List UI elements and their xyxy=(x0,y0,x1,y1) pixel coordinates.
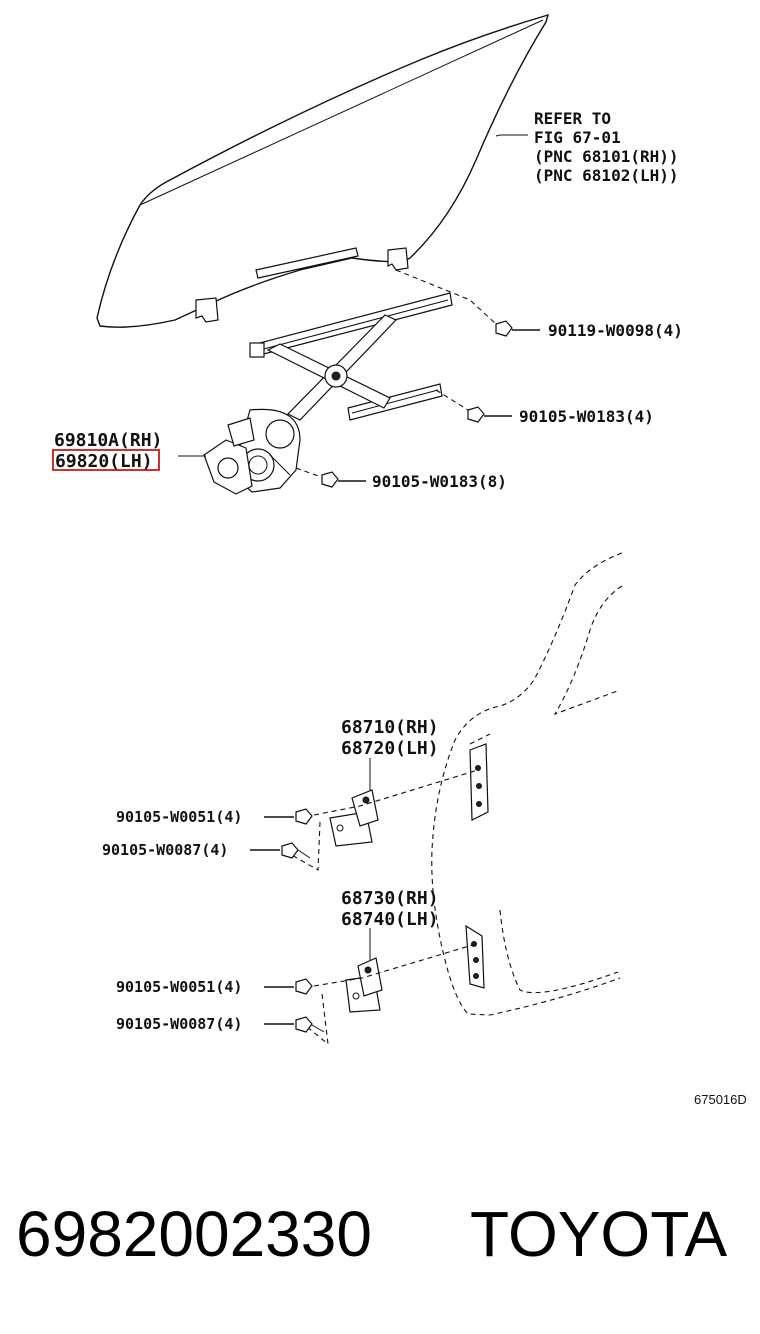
bolt-icon xyxy=(467,406,512,423)
guide-upper-hinge-2 xyxy=(289,821,321,871)
guide-upper-hinge xyxy=(313,769,479,816)
figure-code: 675016D xyxy=(694,1092,747,1107)
regulator-label-rh: 69810A(RH) xyxy=(54,430,162,451)
lower-hinge-label-rh: 68730(RH) xyxy=(341,888,439,909)
upper-hinge-label-rh: 68710(RH) xyxy=(341,717,439,738)
fastener-label-3: 90105-W0183(8) xyxy=(372,472,507,491)
refer-line-4: (PNC 68102(LH)) xyxy=(534,166,679,185)
body-outline xyxy=(431,552,623,1016)
footer-brand: TOYOTA xyxy=(470,1198,728,1270)
upper-hinge xyxy=(329,789,379,847)
upper-hinge-label-lh: 68720(LH) xyxy=(341,738,439,759)
upper-hinge-bolt-a: 90105-W0051(4) xyxy=(116,808,242,826)
refer-line-2: FIG 67-01 xyxy=(534,128,621,147)
refer-leader xyxy=(495,134,528,137)
bolt-icon xyxy=(264,978,313,995)
guide-lower-hinge-2 xyxy=(305,993,329,1046)
refer-note: REFER TO FIG 67-01 (PNC 68101(RH)) (PNC … xyxy=(534,109,679,185)
bolt-icon xyxy=(250,842,311,859)
regulator-highlight-box xyxy=(52,449,160,471)
guide-rail-bolt xyxy=(435,389,469,411)
upper-hinge-bolt-b: 90105-W0087(4) xyxy=(102,841,228,859)
body-mount-lower xyxy=(465,924,485,989)
regulator-label-lh: 69820(LH) xyxy=(55,451,153,472)
bolt-icon xyxy=(321,471,366,488)
fastener-label-2: 90105-W0183(4) xyxy=(519,407,654,426)
fastener-label-1: 90119-W0098(4) xyxy=(548,321,683,340)
bolt-icon xyxy=(495,320,540,337)
refer-line-1: REFER TO xyxy=(534,109,611,128)
guide-glass-bolt xyxy=(395,269,497,325)
lower-hinge-bolt-b: 90105-W0087(4) xyxy=(116,1015,242,1033)
lower-hinge-label-lh: 68740(LH) xyxy=(341,909,439,930)
bolt-icon xyxy=(264,808,313,825)
lower-hinge xyxy=(345,957,383,1013)
body-mount-upper xyxy=(469,743,489,821)
refer-line-3: (PNC 68101(RH)) xyxy=(534,147,679,166)
guide-motor-bolt xyxy=(295,467,325,479)
guide-lower-hinge xyxy=(313,943,477,987)
bolt-icon xyxy=(264,1016,325,1033)
door-glass xyxy=(96,13,550,328)
lower-hinge-bolt-a: 90105-W0051(4) xyxy=(116,978,242,996)
window-regulator xyxy=(203,292,453,495)
footer-part-number: 6982002330 xyxy=(16,1198,372,1270)
